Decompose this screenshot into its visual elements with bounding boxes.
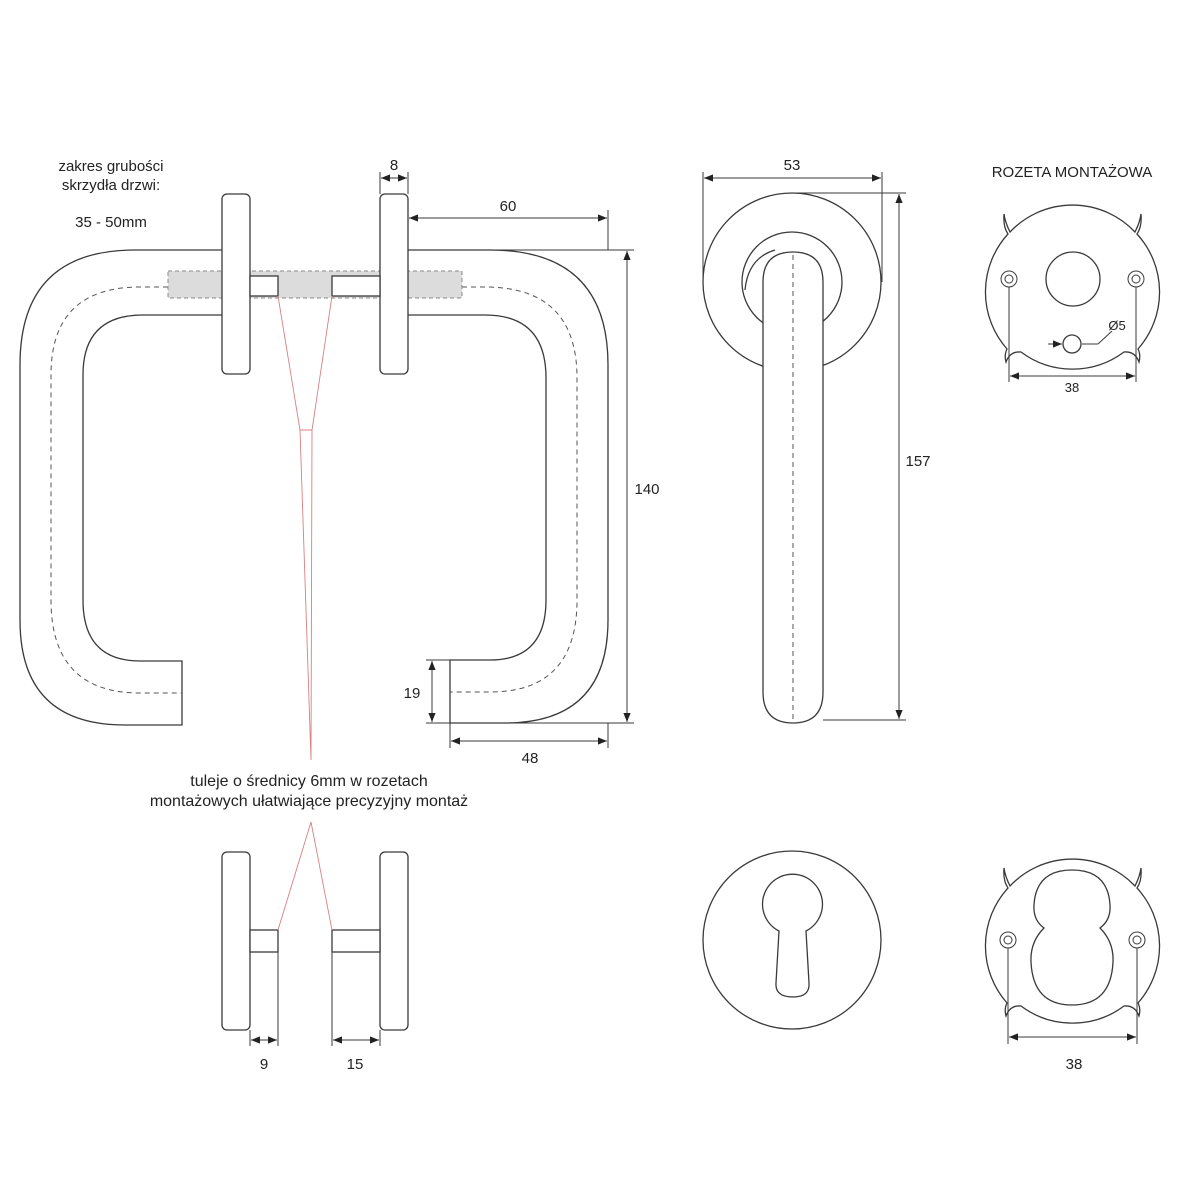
lever-ring-shadow — [744, 249, 776, 291]
dim-projection: 60 — [409, 198, 609, 250]
dim-projection-value: 60 — [500, 198, 517, 215]
dim-rosette-diameter: 53 — [702, 157, 883, 282]
dim-hole-spacing-top: 38 — [1008, 287, 1137, 395]
right-rosette-plate — [379, 193, 409, 375]
dim-hole-spacing-bottom: 38 — [1007, 948, 1138, 1073]
screw-hole-right-inner — [1131, 274, 1141, 284]
dim-end-length: 48 — [449, 723, 609, 767]
left-rosette-plate — [221, 193, 251, 375]
lever-arm — [762, 251, 824, 724]
left-bush — [249, 275, 279, 297]
dim-height-value: 140 — [634, 481, 659, 498]
dim-end-length-value: 48 — [522, 750, 539, 767]
small-hole — [1062, 334, 1082, 354]
mounting-rosette-top — [984, 204, 1161, 370]
sleeve-note-line-2: montażowych ułatwiające precyzyjny monta… — [150, 793, 468, 810]
oval-cutout — [1030, 869, 1114, 1006]
dim-sleeve-left: 9 — [249, 952, 279, 1073]
handle-side-view — [19, 193, 609, 761]
dim-hole-spacing-top-value: 38 — [1065, 380, 1079, 395]
lever-front-view — [702, 192, 882, 724]
bottom-right-bush — [331, 929, 381, 953]
bottom-screw-hole-left-outer — [999, 931, 1017, 949]
screw-hole-left-outer — [1000, 270, 1018, 288]
rosette-title: ROZETA MONTAŻOWA — [992, 163, 1153, 181]
dim-hole-diameter-value: Ø5 — [1108, 318, 1125, 333]
mounting-rosette-outline — [984, 204, 1161, 370]
bottom-left-plate — [221, 851, 251, 1031]
mounting-rosette-bottom-outline — [984, 858, 1161, 1024]
dim-end-height: 19 — [404, 659, 450, 724]
dim-hole-spacing-bottom-value: 38 — [1066, 1056, 1083, 1073]
door-thickness-range: 35 - 50mm — [75, 214, 147, 231]
plates-bottom-view — [221, 821, 409, 1031]
bottom-screw-hole-right-outer — [1128, 931, 1146, 949]
escutcheon-outline — [702, 850, 882, 1030]
leader-lines-bottom — [277, 821, 333, 931]
door-thickness-label-2: skrzydła drzwi: — [62, 177, 160, 194]
dim-hole-diameter: Ø5 — [1048, 318, 1126, 348]
dim-sleeve-right-value: 15 — [347, 1056, 364, 1073]
dim-plate-thickness-value: 8 — [390, 157, 398, 174]
mounting-rosette-bottom — [984, 858, 1161, 1024]
dim-height: 140 — [490, 249, 660, 724]
dim-total-length: 157 — [792, 192, 931, 721]
screw-hole-right-outer — [1127, 270, 1145, 288]
dim-plate-thickness: 8 — [379, 157, 409, 194]
spindle-hole — [1045, 251, 1101, 307]
right-handle-centerline — [408, 286, 578, 693]
dim-rosette-diameter-value: 53 — [784, 157, 801, 174]
dim-end-height-value: 19 — [404, 685, 421, 702]
bottom-right-plate — [379, 851, 409, 1031]
dim-sleeve-right: 15 — [331, 952, 381, 1073]
bottom-screw-hole-right-inner — [1132, 935, 1142, 945]
screw-hole-left-inner — [1004, 274, 1014, 284]
dim-total-length-value: 157 — [905, 453, 930, 470]
door-thickness-label-1: zakres grubości — [58, 158, 163, 175]
right-bush — [331, 275, 381, 297]
bottom-left-bush — [249, 929, 279, 953]
left-handle-outline — [19, 249, 222, 726]
escutcheon-keyhole — [702, 850, 882, 1030]
leader-lines-top — [277, 295, 333, 761]
right-handle-outline — [408, 249, 609, 724]
cylinder-cutout — [761, 873, 824, 998]
dim-sleeve-left-value: 9 — [260, 1056, 268, 1073]
sleeve-note-line-1: tuleje o średnicy 6mm w rozetach — [190, 773, 427, 790]
spindle-sleeve — [167, 270, 463, 299]
bottom-screw-hole-left-inner — [1003, 935, 1013, 945]
left-handle-centerline — [50, 286, 222, 694]
